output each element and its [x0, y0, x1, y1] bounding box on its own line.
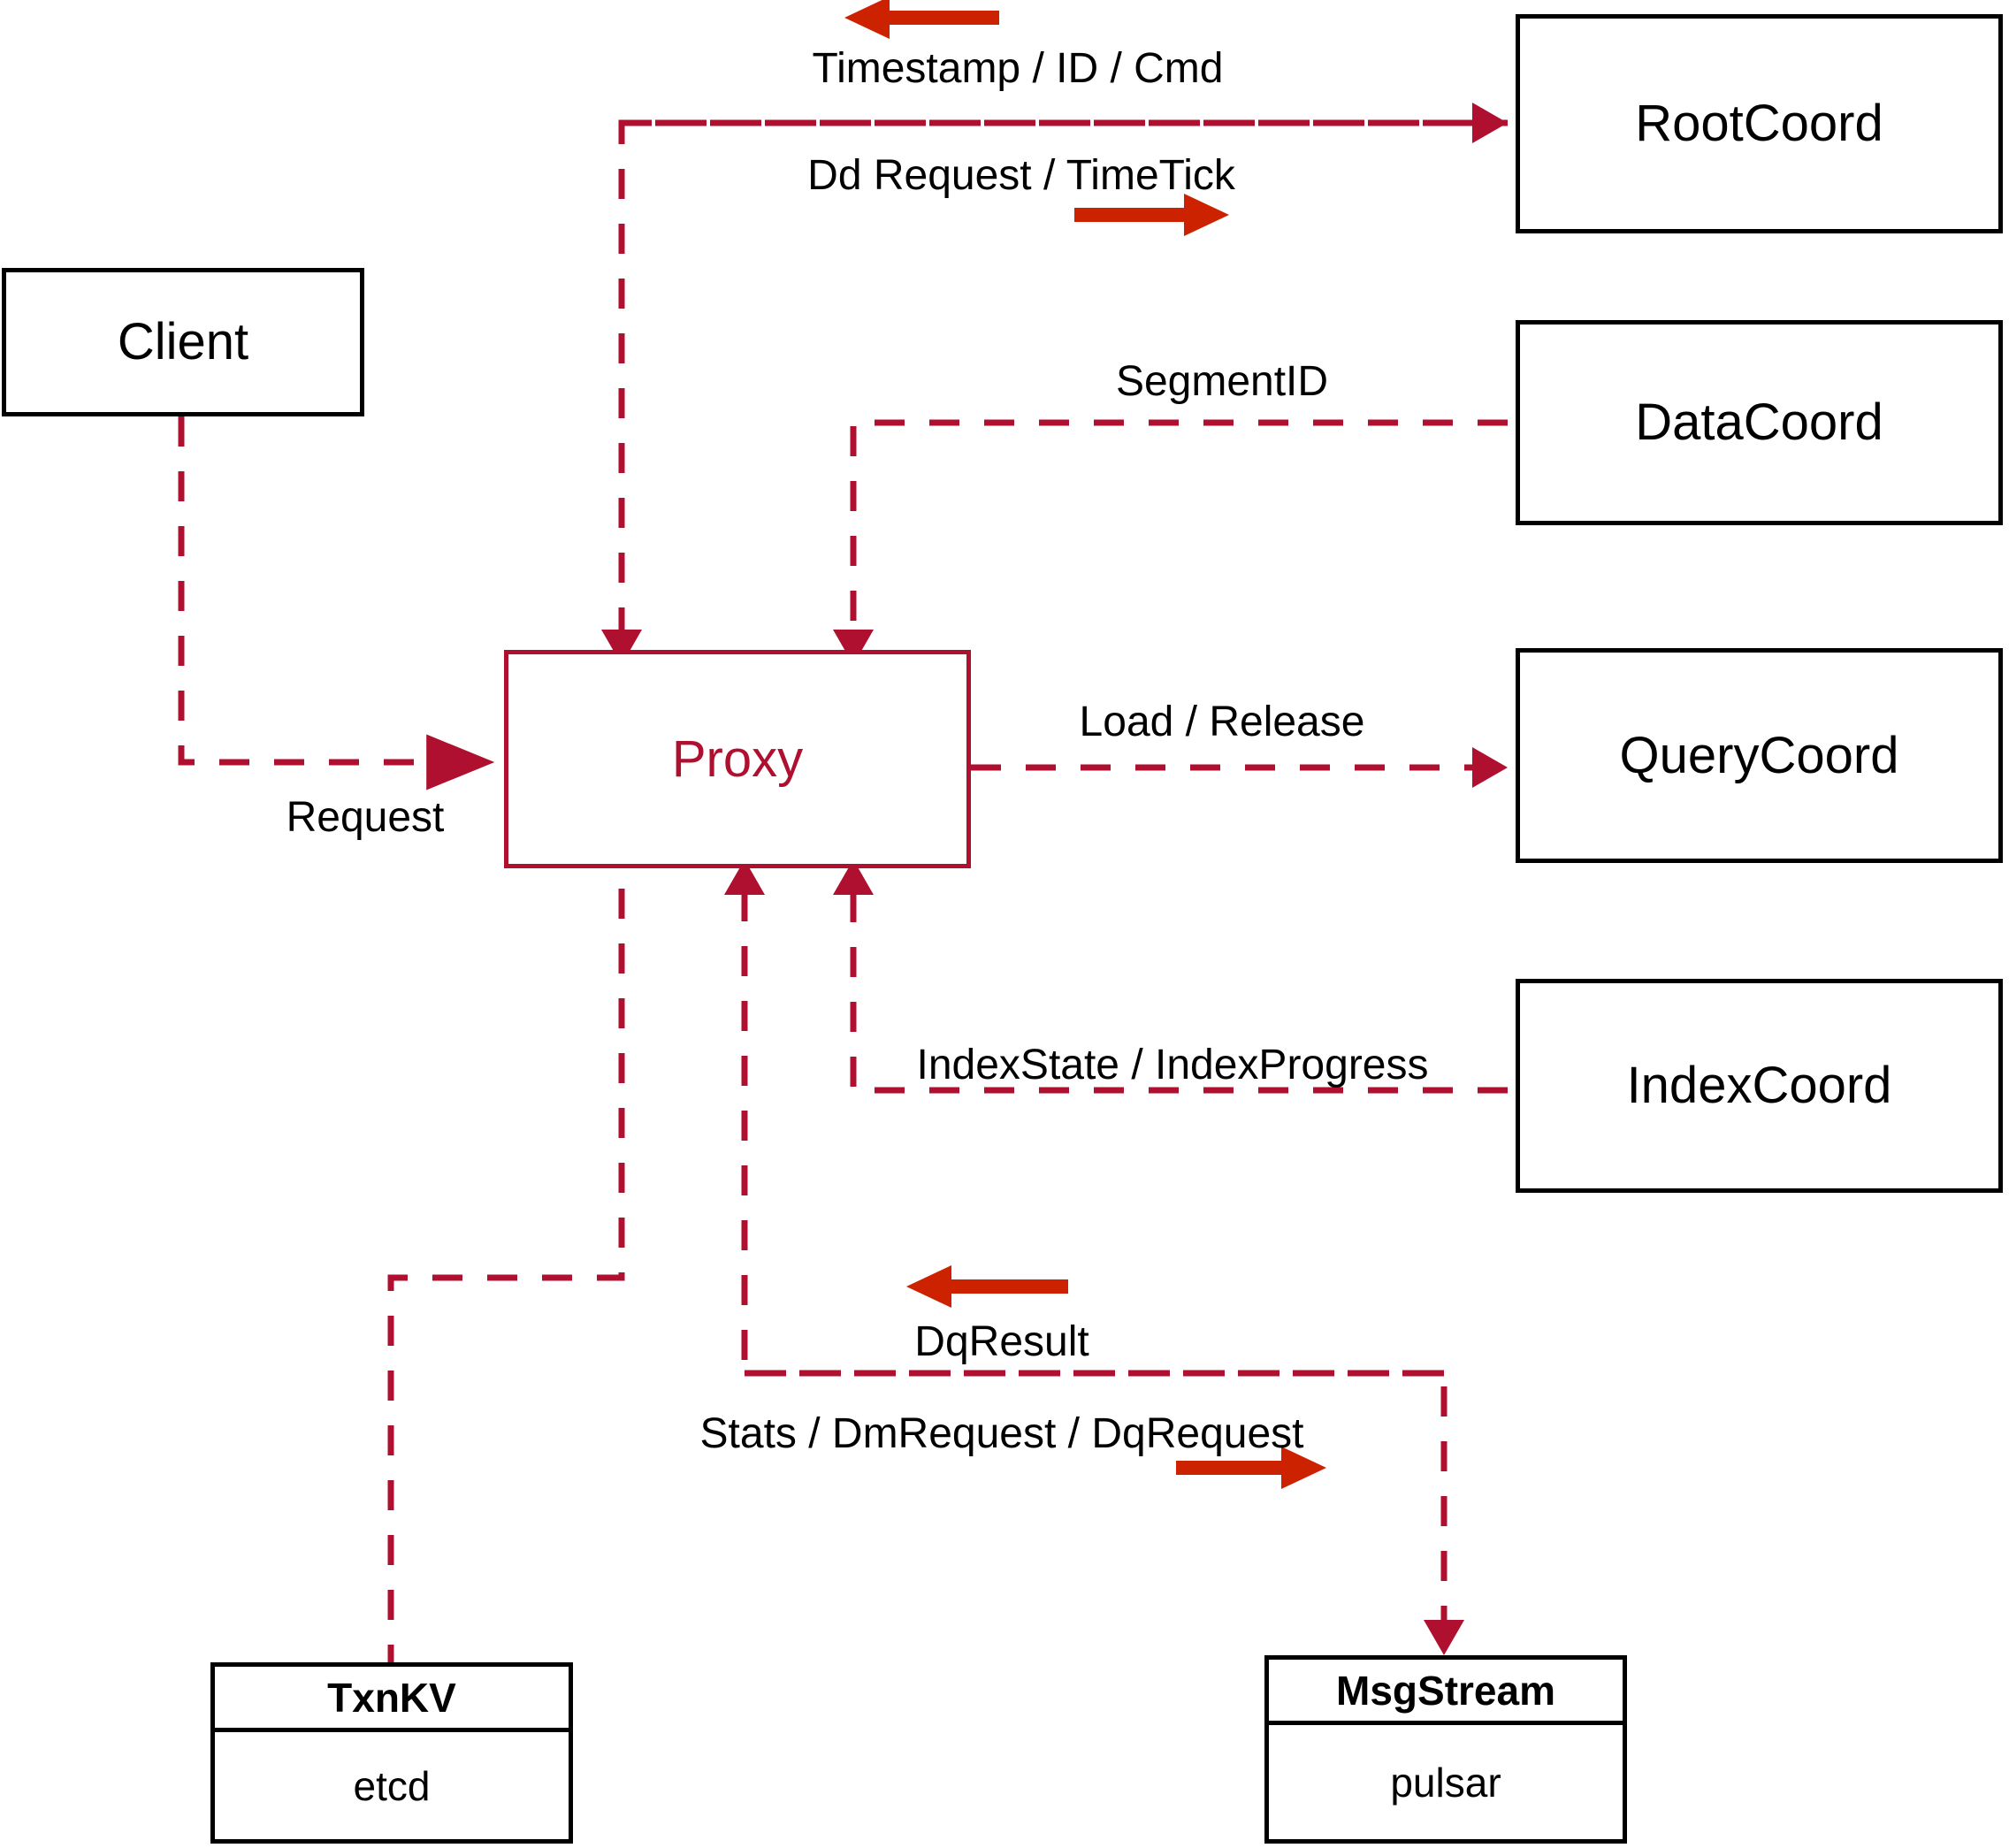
node-datacoord[interactable]: DataCoord [1516, 320, 2003, 525]
node-msgstream-body: pulsar [1269, 1725, 1623, 1839]
node-indexcoord-label: IndexCoord [1626, 1057, 1892, 1114]
node-indexcoord[interactable]: IndexCoord [1516, 979, 2003, 1193]
edge-rootcoord-response [601, 119, 1508, 665]
node-msgstream[interactable]: MsgStream pulsar [1264, 1655, 1627, 1844]
node-proxy-label: Proxy [671, 729, 804, 788]
legend-arrow-timestamp-direction [844, 0, 999, 39]
node-txnkv-header: TxnKV [215, 1667, 569, 1732]
node-txnkv-impl: etcd [353, 1762, 431, 1809]
node-proxy[interactable]: Proxy [504, 650, 971, 868]
node-msgstream-title: MsgStream [1336, 1667, 1555, 1714]
node-rootcoord[interactable]: RootCoord [1516, 14, 2003, 233]
node-datacoord-label: DataCoord [1635, 393, 1883, 451]
edge-querycoord-loadrelease [971, 747, 1508, 788]
node-client-label: Client [117, 313, 249, 370]
node-client[interactable]: Client [2, 268, 364, 416]
node-querycoord-label: QueryCoord [1619, 726, 1899, 784]
node-querycoord[interactable]: QueryCoord [1516, 648, 2003, 863]
edge-msgstream-request [745, 1370, 1464, 1655]
node-txnkv-title: TxnKV [327, 1674, 456, 1721]
node-txnkv-body: etcd [215, 1732, 569, 1839]
node-rootcoord-label: RootCoord [1635, 95, 1883, 152]
node-msgstream-header: MsgStream [1269, 1660, 1623, 1725]
edge-label-msgstream-dqresult: DqResult [914, 1318, 1089, 1365]
edge-indexcoord-state [833, 859, 1508, 1094]
node-txnkv[interactable]: TxnKV etcd [210, 1662, 573, 1844]
edge-msgstream-dqresult [724, 859, 1444, 1377]
edge-client-request [178, 416, 495, 790]
legend-arrow-ddrequest-direction [1074, 194, 1229, 236]
edge-label-client-request: Request [286, 794, 445, 841]
legend-arrow-dqrequest-direction [1176, 1447, 1326, 1489]
edge-label-querycoord-loadrelease: Load / Release [1079, 699, 1365, 745]
edge-datacoord-segmentid [833, 419, 1508, 665]
legend-arrow-dqresult-direction [906, 1265, 1068, 1308]
edge-label-rootcoord-response: Timestamp / ID / Cmd [812, 45, 1224, 92]
edge-label-msgstream-request: Stats / DmRequest / DqRequest [699, 1410, 1304, 1457]
edge-rootcoord-request [622, 103, 1508, 143]
edge-label-indexcoord-state: IndexState / IndexProgress [916, 1042, 1429, 1088]
edge-proxy-txnkv [387, 889, 625, 1662]
edge-label-rootcoord-request: Dd Request / TimeTick [807, 152, 1235, 199]
node-msgstream-impl: pulsar [1390, 1759, 1501, 1806]
edge-label-datacoord-segmentid: SegmentID [1115, 358, 1329, 405]
